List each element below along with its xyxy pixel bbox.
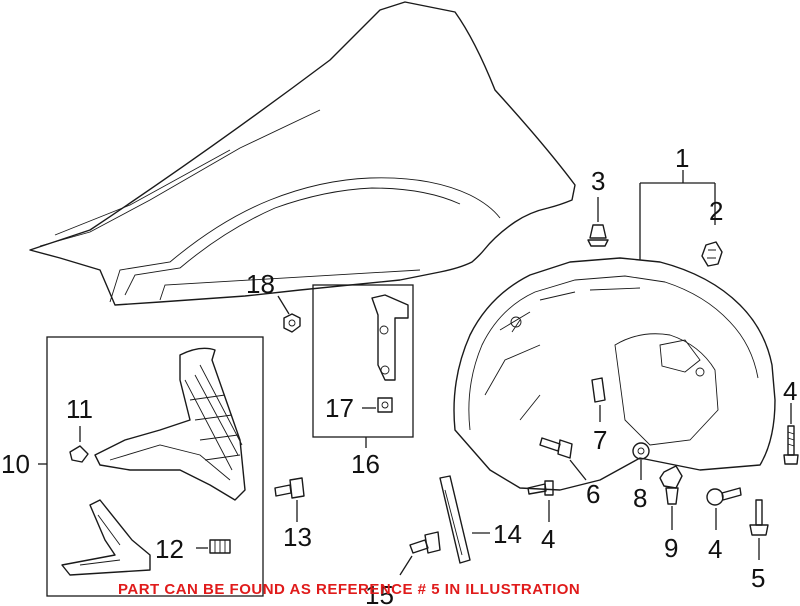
part-6-bolt (539, 437, 587, 481)
part-7-speed-nut (591, 377, 606, 422)
callout-7: 7 (593, 425, 607, 455)
fender-liner (453, 257, 776, 491)
callout-2: 2 (709, 196, 723, 226)
callout-3: 3 (591, 166, 605, 196)
callout-12: 12 (155, 534, 184, 564)
callout-17: 17 (325, 393, 354, 423)
callout-15: 15 (365, 580, 394, 606)
part-5-stud (749, 499, 769, 560)
part-15-clip (399, 531, 441, 576)
part-12-clip (196, 539, 231, 554)
part-13-bolt (274, 477, 305, 522)
callout-16: 16 (351, 449, 380, 479)
part-18-nut (277, 295, 301, 333)
part-11-clip (69, 426, 89, 463)
reference-notice: PART CAN BE FOUND AS REFERENCE # 5 IN IL… (118, 581, 581, 598)
callout-5: 5 (751, 563, 765, 593)
callout-10: 10 (1, 449, 30, 479)
callout-1: 1 (675, 143, 689, 173)
callout-14: 14 (493, 519, 522, 549)
callout-4-lower-mid: 4 (541, 524, 555, 554)
callout-9: 9 (664, 533, 678, 563)
part-17-nut (362, 397, 393, 413)
callout-18: 18 (246, 269, 275, 299)
part-14-seal (439, 475, 490, 564)
part-8-nut (632, 442, 650, 480)
callout-8: 8 (633, 483, 647, 513)
part-4-bolt-lower-right (706, 487, 742, 530)
callout-4-lower-right: 4 (708, 534, 722, 564)
callout-4-right: 4 (783, 376, 797, 406)
part-10-splash-shield (61, 347, 246, 576)
group-box-16 (312, 284, 414, 448)
part-3-push-clip (587, 197, 609, 247)
part-4-bolt-right (783, 403, 799, 465)
part-2-retainer (701, 241, 723, 267)
callout-11: 11 (66, 394, 93, 424)
callout-13: 13 (283, 522, 312, 552)
part-16-bracket (371, 294, 409, 381)
callout-1-leader (639, 170, 716, 260)
fender-panel (29, 1, 576, 306)
part-9-rivet-clip (659, 465, 683, 530)
group-box-10 (38, 336, 264, 597)
callout-6: 6 (586, 479, 600, 509)
part-4-bolt-lower-mid (527, 480, 554, 522)
